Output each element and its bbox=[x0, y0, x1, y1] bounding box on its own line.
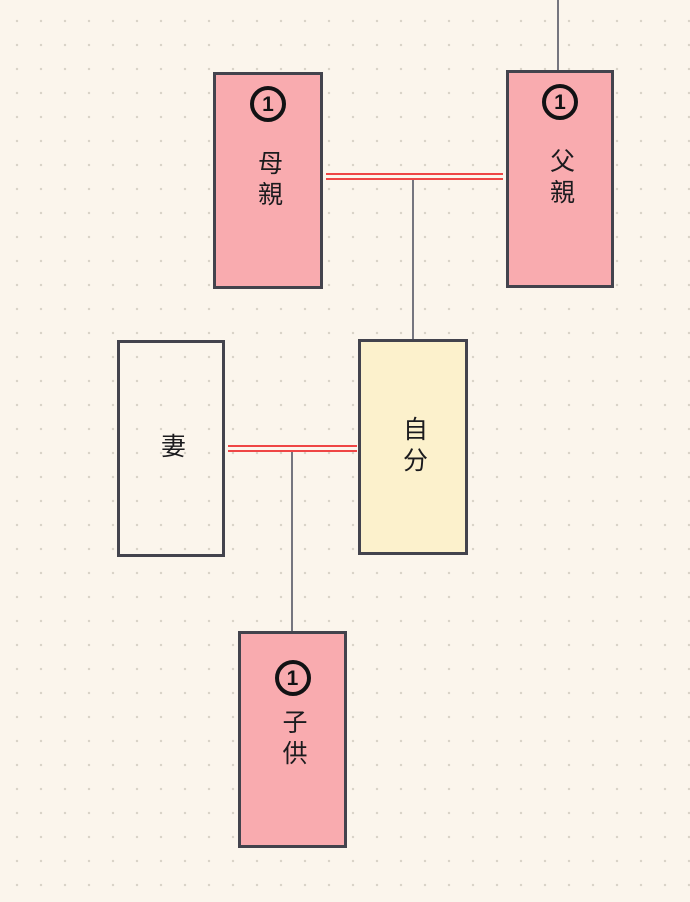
parents-marriage-line bbox=[326, 173, 503, 180]
father-count-badge: 1 bbox=[542, 84, 578, 120]
parents-to-self-connector bbox=[412, 180, 414, 339]
node-wife[interactable]: 妻 bbox=[117, 340, 225, 557]
father-label: 父親 bbox=[546, 148, 574, 210]
father-ancestor-connector bbox=[557, 0, 559, 72]
marriage-to-child-connector bbox=[291, 452, 293, 631]
node-father[interactable]: 1 父親 bbox=[506, 70, 614, 288]
father-count-value: 1 bbox=[554, 90, 566, 114]
mother-count-value: 1 bbox=[262, 92, 274, 116]
mother-label: 母親 bbox=[254, 149, 282, 212]
node-child[interactable]: 1 子供 bbox=[238, 631, 347, 848]
child-label: 子供 bbox=[279, 708, 306, 771]
mother-count-badge: 1 bbox=[250, 86, 286, 122]
child-count-badge: 1 bbox=[274, 660, 311, 696]
wife-label: 妻 bbox=[157, 433, 185, 464]
child-count-value: 1 bbox=[286, 666, 299, 690]
wife-self-marriage-line bbox=[228, 445, 357, 452]
node-mother[interactable]: 1 母親 bbox=[213, 72, 323, 289]
node-self[interactable]: 自分 bbox=[358, 339, 468, 555]
self-label: 自分 bbox=[399, 416, 427, 478]
